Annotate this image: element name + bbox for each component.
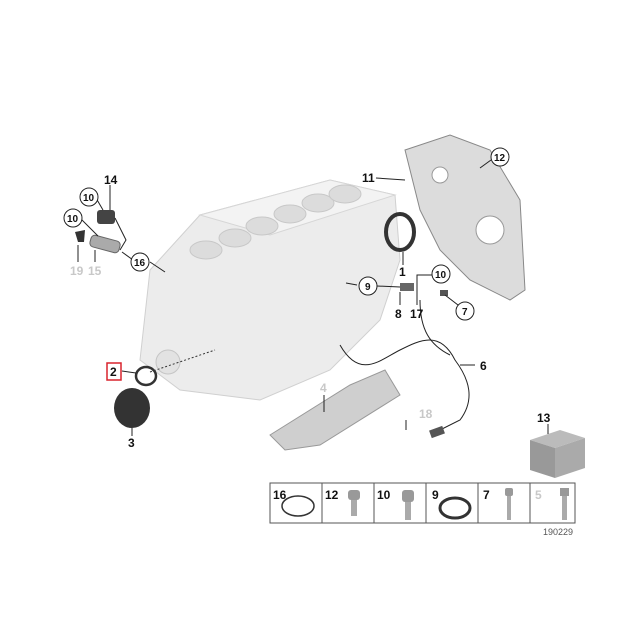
callout-19: 19 xyxy=(70,264,84,278)
engine-block[interactable] xyxy=(139,179,401,401)
callout-2[interactable]: 2 xyxy=(110,365,117,379)
callout-4: 4 xyxy=(320,381,327,395)
legend-5: 5 xyxy=(535,488,542,502)
callout-10-circled: 10 xyxy=(431,264,451,284)
callout-7-circled: 7 xyxy=(455,301,475,321)
callout-11: 11 xyxy=(362,171,375,185)
callout-1: 1 xyxy=(399,265,406,279)
svg-text:10: 10 xyxy=(435,270,447,281)
callout-9-circled: 9 xyxy=(358,276,378,296)
parts-legend: 16 12 10 9 7 5 xyxy=(269,482,576,524)
svg-text:16: 16 xyxy=(134,258,146,269)
seal-ring-2[interactable] xyxy=(134,365,158,387)
legend-9: 9 xyxy=(432,488,439,502)
diagram-id: 190229 xyxy=(543,527,573,537)
callout-13: 13 xyxy=(537,411,551,425)
svg-text:9: 9 xyxy=(365,282,371,293)
legend-12: 12 xyxy=(325,488,339,502)
callout-3: 3 xyxy=(128,436,135,450)
svg-text:10: 10 xyxy=(83,193,95,204)
callout-10-circled: 10 xyxy=(63,208,83,228)
callout-10-circled: 10 xyxy=(79,187,99,207)
seal-ring-1[interactable] xyxy=(384,212,416,252)
part-13-box[interactable] xyxy=(530,430,585,478)
sensor-14[interactable] xyxy=(97,210,115,224)
legend-10: 10 xyxy=(377,488,391,502)
callout-6: 6 xyxy=(480,359,487,373)
callout-15: 15 xyxy=(88,264,102,278)
sensor-15[interactable] xyxy=(89,234,121,254)
callout-18: 18 xyxy=(419,407,433,421)
oil-baffle[interactable] xyxy=(269,369,401,451)
legend-7: 7 xyxy=(483,488,490,502)
callout-12-circled: 12 xyxy=(490,147,510,167)
legend-16: 16 xyxy=(273,488,287,502)
callout-17: 17 xyxy=(410,307,424,321)
wiring-harness[interactable] xyxy=(339,339,470,431)
callout-14: 14 xyxy=(104,173,118,187)
callout-8: 8 xyxy=(395,307,402,321)
callout-16-circled: 16 xyxy=(130,252,150,272)
svg-text:7: 7 xyxy=(462,307,468,318)
cover-cap[interactable] xyxy=(114,388,150,428)
svg-text:12: 12 xyxy=(494,153,506,164)
svg-text:10: 10 xyxy=(67,214,79,225)
highlight-box xyxy=(106,362,122,381)
